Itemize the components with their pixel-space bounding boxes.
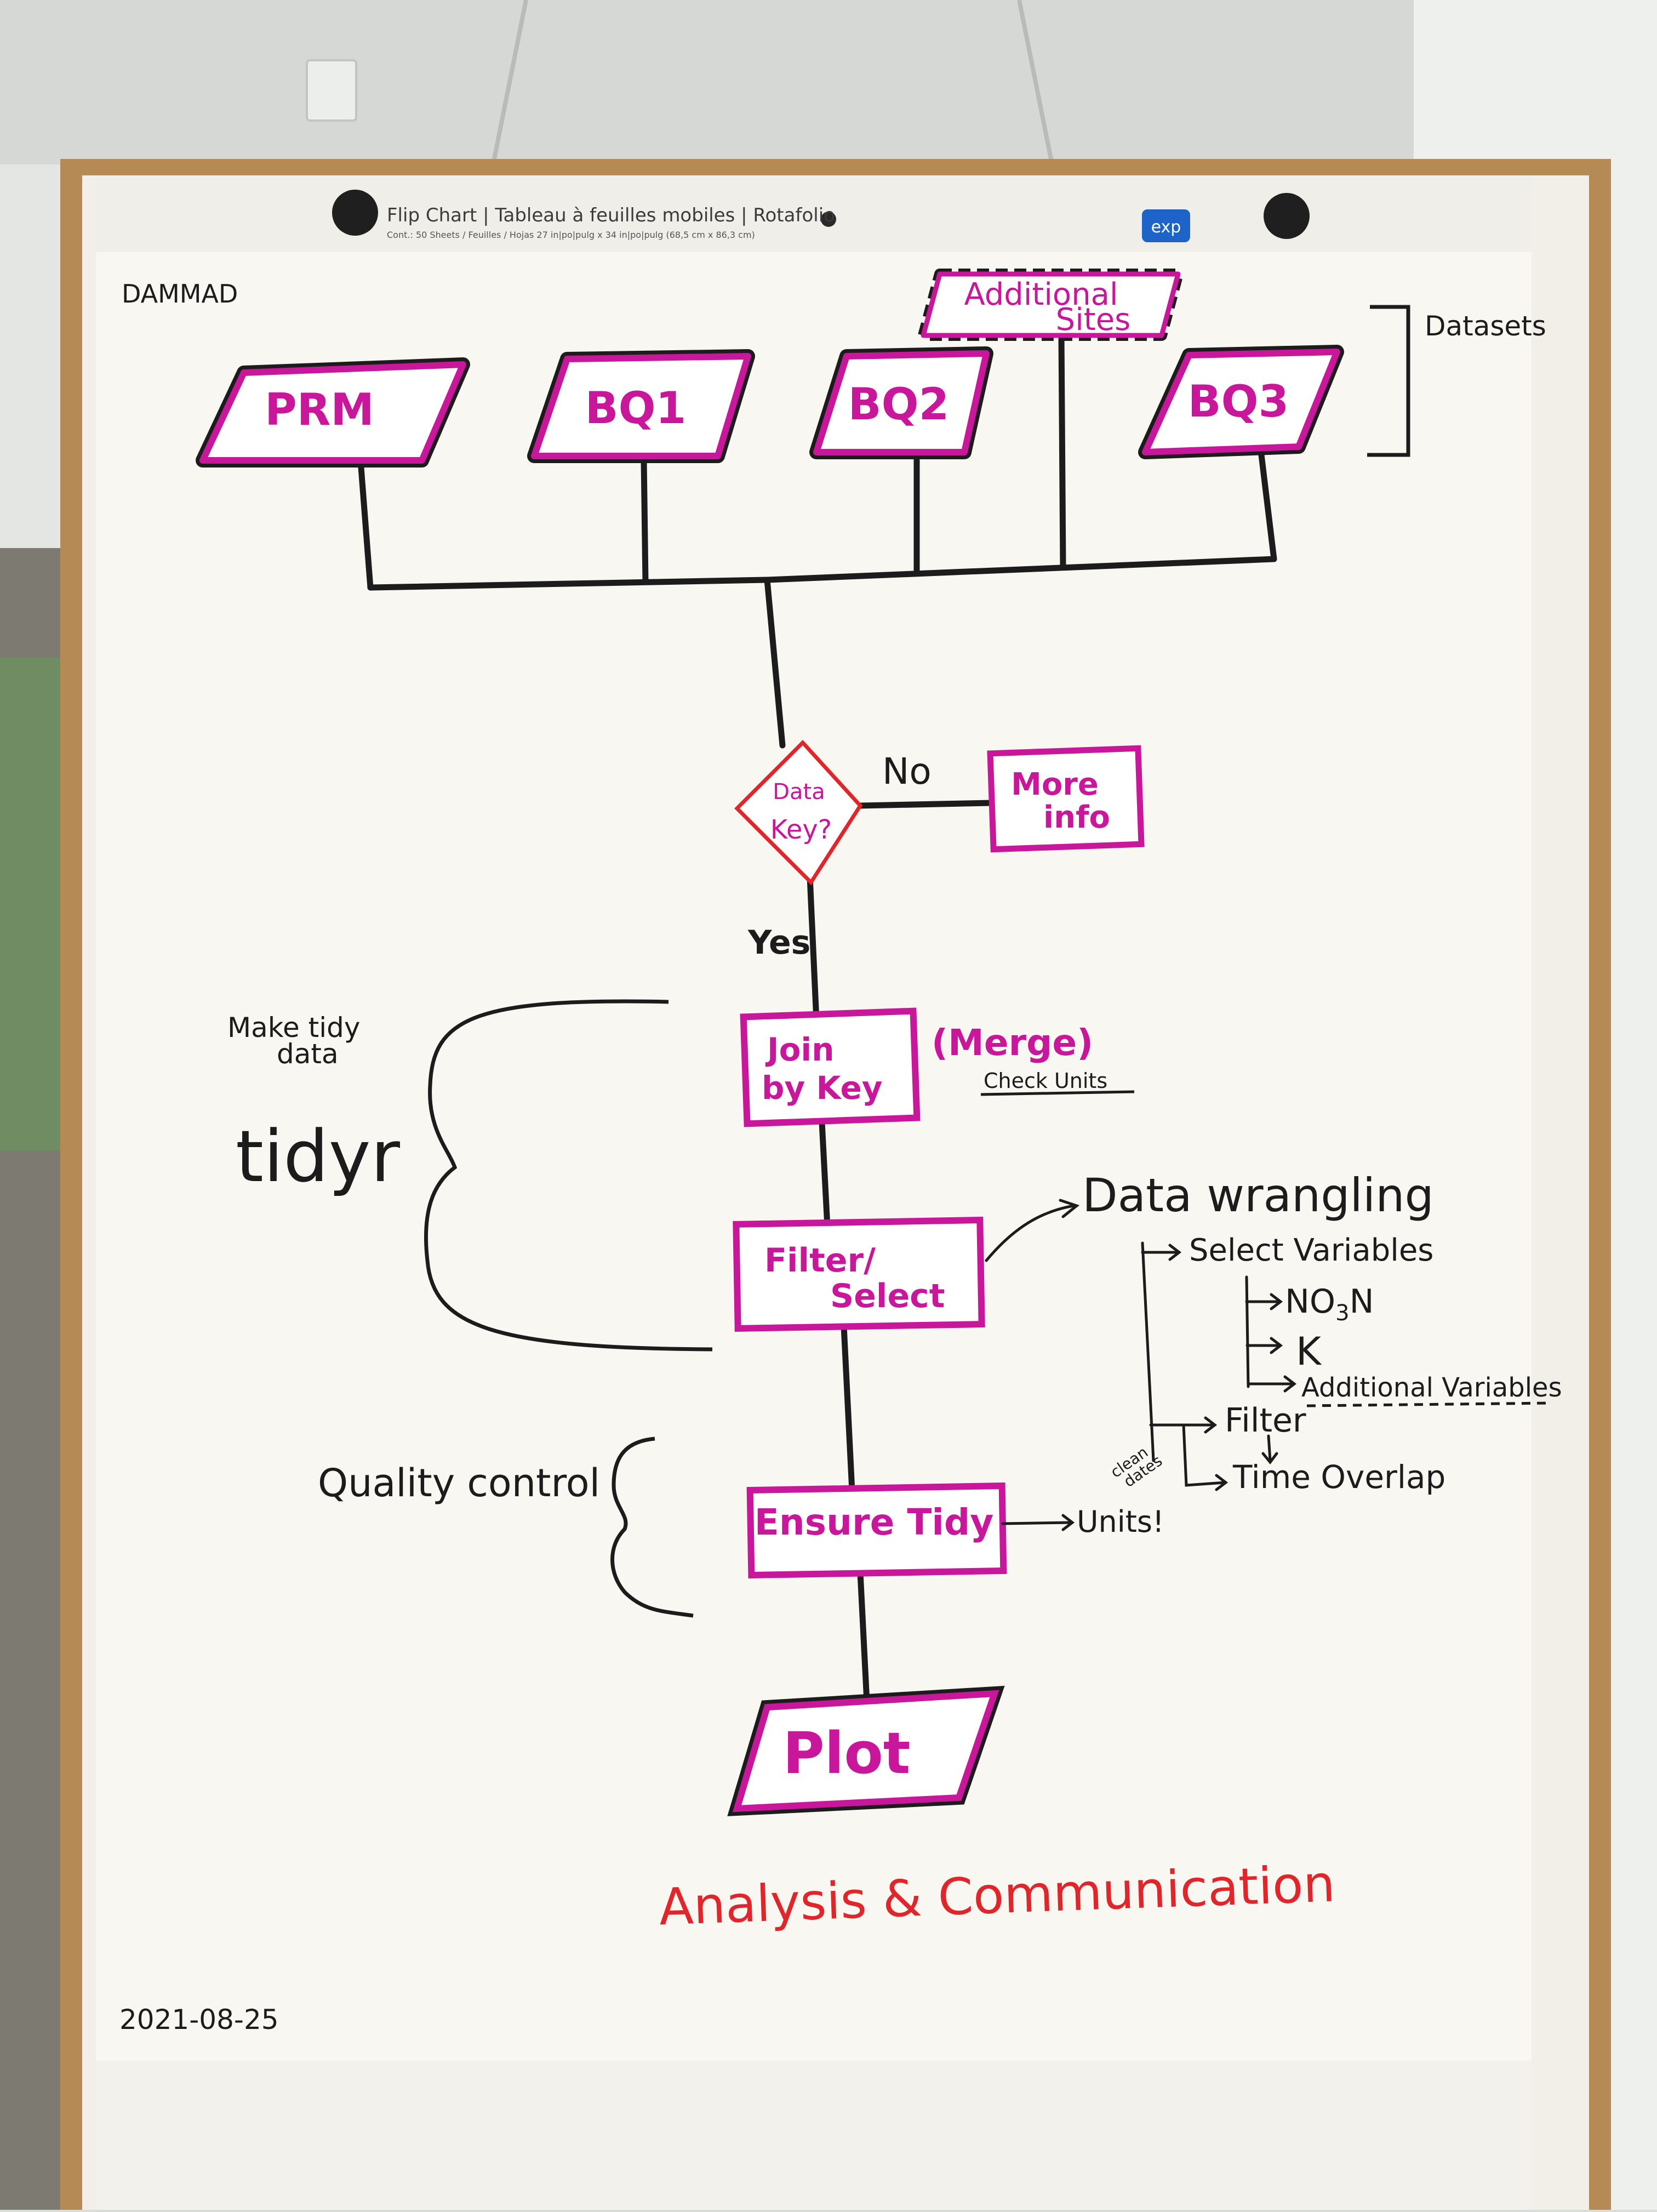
wall-outlet	[306, 59, 357, 122]
make-tidy-line1: Make tidy	[227, 1012, 360, 1044]
window-plants	[0, 658, 66, 1151]
additional-variables-label: Additional Variables	[1301, 1372, 1562, 1403]
spec-text: Cont.: 50 Sheets / Feuilles / Hojas 27 i…	[387, 230, 755, 240]
date-label: 2021-08-25	[119, 2004, 279, 2036]
more-info-line2: info	[1043, 800, 1110, 835]
variables-spine	[1245, 1275, 1250, 1388]
left-clip	[332, 190, 378, 236]
arrow-to-wrangling	[985, 1204, 1076, 1262]
arrow-select	[1141, 1244, 1182, 1261]
ceiling	[0, 0, 1436, 164]
bq2-label: BQ2	[848, 379, 950, 430]
brand-logo	[1142, 209, 1190, 242]
ensure-tidy-box	[746, 1482, 1007, 1579]
quality-control-label: Quality control	[318, 1461, 600, 1506]
bq3-label: BQ3	[1188, 376, 1289, 427]
bq1-box	[531, 353, 751, 459]
data-key-decision	[734, 739, 863, 886]
corner-label: DAMMAD	[122, 279, 238, 309]
arrow-time-overlap	[1182, 1423, 1229, 1491]
arrow-no3n	[1245, 1293, 1283, 1310]
prm-label: PRM	[265, 384, 374, 435]
data-wrangling-title: Data wrangling	[1082, 1168, 1434, 1222]
more-info-line1: More	[1011, 767, 1099, 802]
bq2-box	[813, 350, 990, 455]
connector-additional	[1058, 332, 1066, 571]
datasets-bracket	[1367, 305, 1410, 457]
tidyr-brace	[424, 999, 713, 1352]
connector-prm	[357, 457, 374, 591]
dataset-boxes: PRM BQ1 BQ2 BQ3 Additional Sites	[196, 269, 1344, 468]
yes-label: Yes	[747, 923, 810, 962]
wrangling-tree	[985, 1199, 1297, 1531]
tidyr-label: tidyr	[236, 1115, 401, 1198]
decision-line1: Data	[773, 779, 825, 805]
ceiling-grid-line	[491, 0, 528, 165]
connector-to-decision	[764, 577, 786, 749]
connector-lines	[357, 332, 1277, 1705]
join-by-key-box	[740, 1007, 921, 1127]
plot-label: Plot	[782, 1720, 910, 1787]
arrow-head	[1059, 1199, 1080, 1218]
no3n-subscript: 3	[1335, 1301, 1349, 1326]
plot-box	[732, 1690, 999, 1812]
decision-line2: Key?	[770, 814, 832, 845]
connector-bq1	[641, 457, 649, 585]
select-variables-label: Select Variables	[1189, 1233, 1433, 1268]
quality-brace	[610, 1436, 694, 1618]
prm-box	[199, 361, 466, 464]
no3n-label: NO3N	[1285, 1282, 1374, 1326]
check-units-underline	[980, 1090, 1135, 1096]
no3n-end: N	[1350, 1282, 1374, 1321]
join-line2: by Key	[762, 1069, 883, 1107]
time-overlap-label: Time Overlap	[1232, 1458, 1445, 1496]
make-tidy-line2: data	[277, 1038, 339, 1070]
additional-sites-line1: Additional	[964, 277, 1118, 312]
right-clip	[1264, 193, 1310, 239]
connector-no	[857, 800, 995, 809]
bq3-box	[1142, 349, 1340, 455]
brand-text: Flip Chart | Tableau à feuilles mobiles …	[387, 204, 835, 226]
additional-sites-line2: Sites	[1056, 302, 1131, 338]
merge-note: (Merge)	[932, 1022, 1093, 1064]
arrow-units	[1001, 1514, 1075, 1531]
bq1-label: BQ1	[585, 383, 687, 434]
more-info-box	[987, 745, 1145, 853]
filter-line1: Filter/	[764, 1241, 876, 1280]
filter-label: Filter	[1225, 1401, 1306, 1440]
additional-variables-underline	[1306, 1401, 1551, 1407]
connector-yes	[807, 874, 820, 1024]
join-line1: Join	[765, 1031, 835, 1068]
center-screw	[821, 212, 836, 227]
connector-ensure-plot	[857, 1570, 870, 1705]
no3n-main: NO	[1285, 1282, 1335, 1321]
k-label: K	[1296, 1329, 1322, 1374]
datasets-label: Datasets	[1425, 310, 1546, 342]
filter-line2: Select	[830, 1277, 945, 1315]
connector-join-filter	[819, 1119, 831, 1230]
arrow-k	[1245, 1337, 1283, 1354]
connector-filter-ensure	[841, 1323, 855, 1494]
check-units-note: Check Units	[984, 1069, 1107, 1093]
units-label: Units!	[1077, 1504, 1164, 1539]
logo-text: exp	[1151, 218, 1181, 237]
next-sheet	[96, 2061, 1532, 2210]
filter-select-box	[733, 1217, 985, 1332]
arrow-filter-down	[1261, 1434, 1278, 1465]
arrow-additional	[1247, 1375, 1297, 1393]
additional-sites-box	[921, 271, 1181, 338]
no-label: No	[882, 750, 932, 793]
ensure-tidy-label: Ensure Tidy	[755, 1501, 994, 1543]
ceiling-grid-line	[1017, 0, 1054, 165]
connector-bq3	[1258, 452, 1277, 562]
